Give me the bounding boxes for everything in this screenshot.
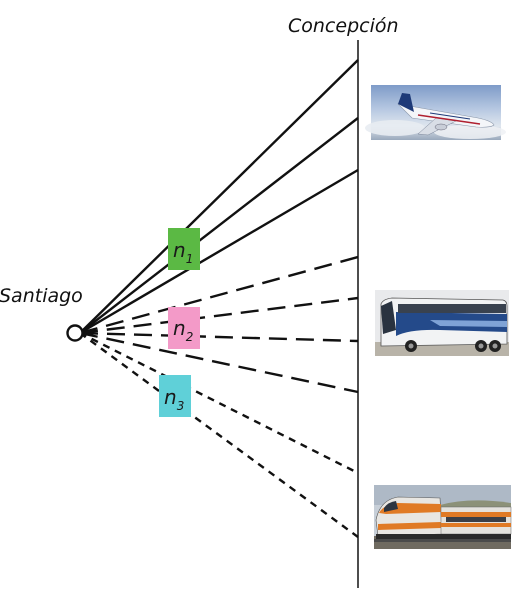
badge-n2-index: 2 [186, 330, 194, 344]
badge-n2-bg [168, 307, 200, 349]
bus-image [375, 290, 509, 356]
destination-label: Concepción [288, 15, 399, 37]
badge-n3-bg [159, 375, 191, 417]
group-badge-n3: n3 [159, 375, 191, 417]
route-line-8 [79, 331, 359, 475]
route-line-3 [79, 168, 359, 335]
route-line-2 [79, 117, 359, 334]
route-group-n2 [79, 255, 359, 394]
route-line-7 [79, 331, 359, 394]
badge-n2-symbol: n [173, 316, 186, 340]
train-image [374, 485, 512, 549]
badge-n2-text: n2 [173, 316, 193, 344]
route-line-4 [79, 255, 359, 335]
route-group-n3 [79, 331, 359, 538]
route-group-n1 [79, 59, 359, 335]
airplane-image [365, 85, 506, 140]
route-line-1 [79, 59, 359, 334]
badge-n3-text: n3 [164, 385, 184, 413]
group-badge-n1: n1 [168, 228, 200, 270]
route-line-9 [79, 332, 359, 538]
badge-n3-index: 3 [177, 399, 185, 413]
route-line-5 [79, 296, 359, 335]
badge-n3-symbol: n [164, 385, 177, 409]
badge-n1-symbol: n [173, 238, 186, 262]
origin-node [66, 324, 84, 342]
badge-n1-index: 1 [186, 252, 194, 266]
origin-label: Santiago [0, 285, 83, 307]
route-line-6 [79, 331, 359, 343]
group-badge-n2: n2 [168, 307, 200, 349]
badge-n1-bg [168, 228, 200, 270]
badge-n1-text: n1 [173, 238, 193, 266]
